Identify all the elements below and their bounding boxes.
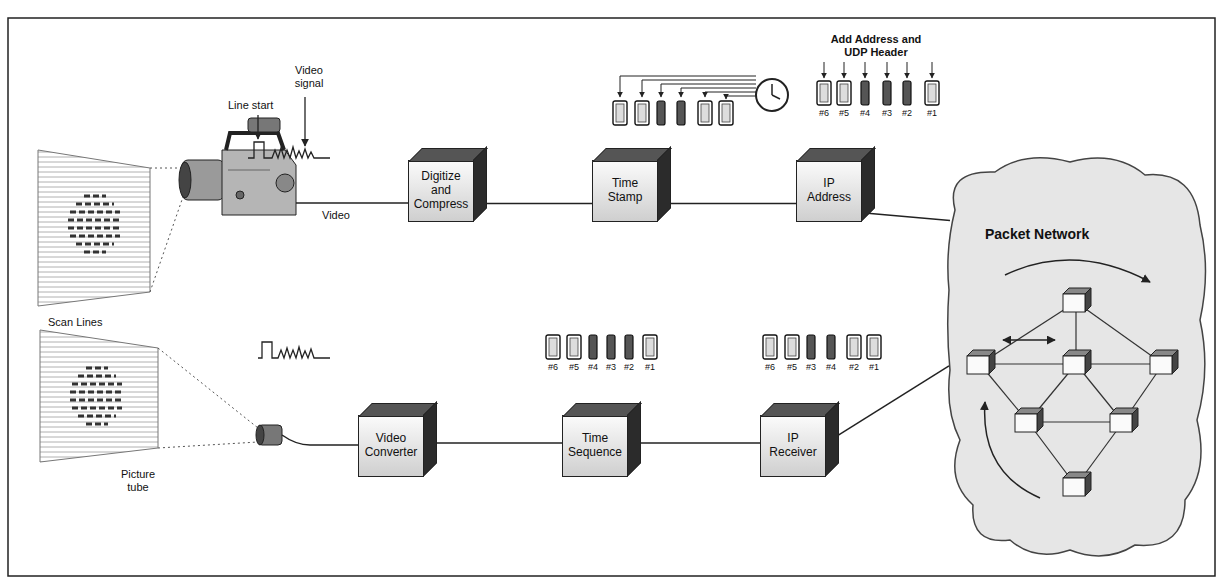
- time-stamp-packets: [613, 76, 788, 125]
- video-camera: [179, 118, 296, 215]
- part-label: Picture tube: [112, 468, 164, 493]
- packet-number: #4: [581, 362, 605, 372]
- packet-number: #5: [832, 108, 856, 118]
- output-waveform: [258, 342, 330, 358]
- signal-line: [628, 442, 760, 444]
- signal-line: [424, 442, 562, 444]
- packet-number: #1: [862, 362, 886, 372]
- box-label: IP Address: [801, 177, 857, 205]
- packet-number: #2: [895, 108, 919, 118]
- line-label: Line start: [228, 99, 273, 112]
- box-label: Time Stamp: [597, 177, 653, 205]
- packet-number: #5: [780, 362, 804, 372]
- process-box: Time Sequence: [562, 415, 628, 477]
- box-label: Time Sequence: [567, 432, 623, 460]
- signal-line: [658, 203, 796, 205]
- signal-line: [474, 203, 592, 205]
- process-box: IP Address: [796, 160, 862, 222]
- packet-number: #3: [799, 362, 823, 372]
- process-box: Digitize and Compress: [408, 160, 474, 222]
- step-note: Add Address and UDP Header: [818, 33, 934, 58]
- sequenced-packets: [546, 335, 657, 359]
- picture-tube-screen: [40, 330, 258, 462]
- packet-number: #1: [638, 362, 662, 372]
- part-label: Scan Lines: [48, 316, 102, 329]
- ip-packets: [817, 62, 939, 105]
- process-box: IP Receiver: [760, 415, 826, 477]
- box-label: IP Receiver: [765, 432, 821, 460]
- cloud-outline: [945, 150, 1212, 565]
- packet-number: #4: [819, 362, 843, 372]
- video-wire: [296, 202, 408, 204]
- packet-number: #4: [853, 108, 877, 118]
- packet-number: #2: [842, 362, 866, 372]
- box-label: Video Converter: [363, 432, 419, 460]
- scan-screen: [38, 150, 184, 306]
- packet-number: #6: [541, 362, 565, 372]
- frame: [8, 18, 1215, 576]
- signal-line: [826, 366, 949, 443]
- network-cloud: Packet Network: [945, 150, 1212, 565]
- electron-gun: [256, 425, 358, 445]
- packet-number: #3: [875, 108, 899, 118]
- signal-label: Video: [322, 209, 350, 222]
- packet-number: #6: [758, 362, 782, 372]
- received-packets: [763, 335, 881, 359]
- signal-label: Video signal: [290, 64, 328, 89]
- signal-line: [862, 213, 950, 221]
- network-label: Packet Network: [985, 226, 1089, 242]
- packet-number: #2: [617, 362, 641, 372]
- packet-number: #3: [599, 362, 623, 372]
- process-box: Time Stamp: [592, 160, 658, 222]
- box-label: Digitize and Compress: [413, 170, 469, 211]
- packet-number: #6: [812, 108, 836, 118]
- packet-number: #5: [562, 362, 586, 372]
- process-box: Video Converter: [358, 415, 424, 477]
- packet-number: #1: [920, 108, 944, 118]
